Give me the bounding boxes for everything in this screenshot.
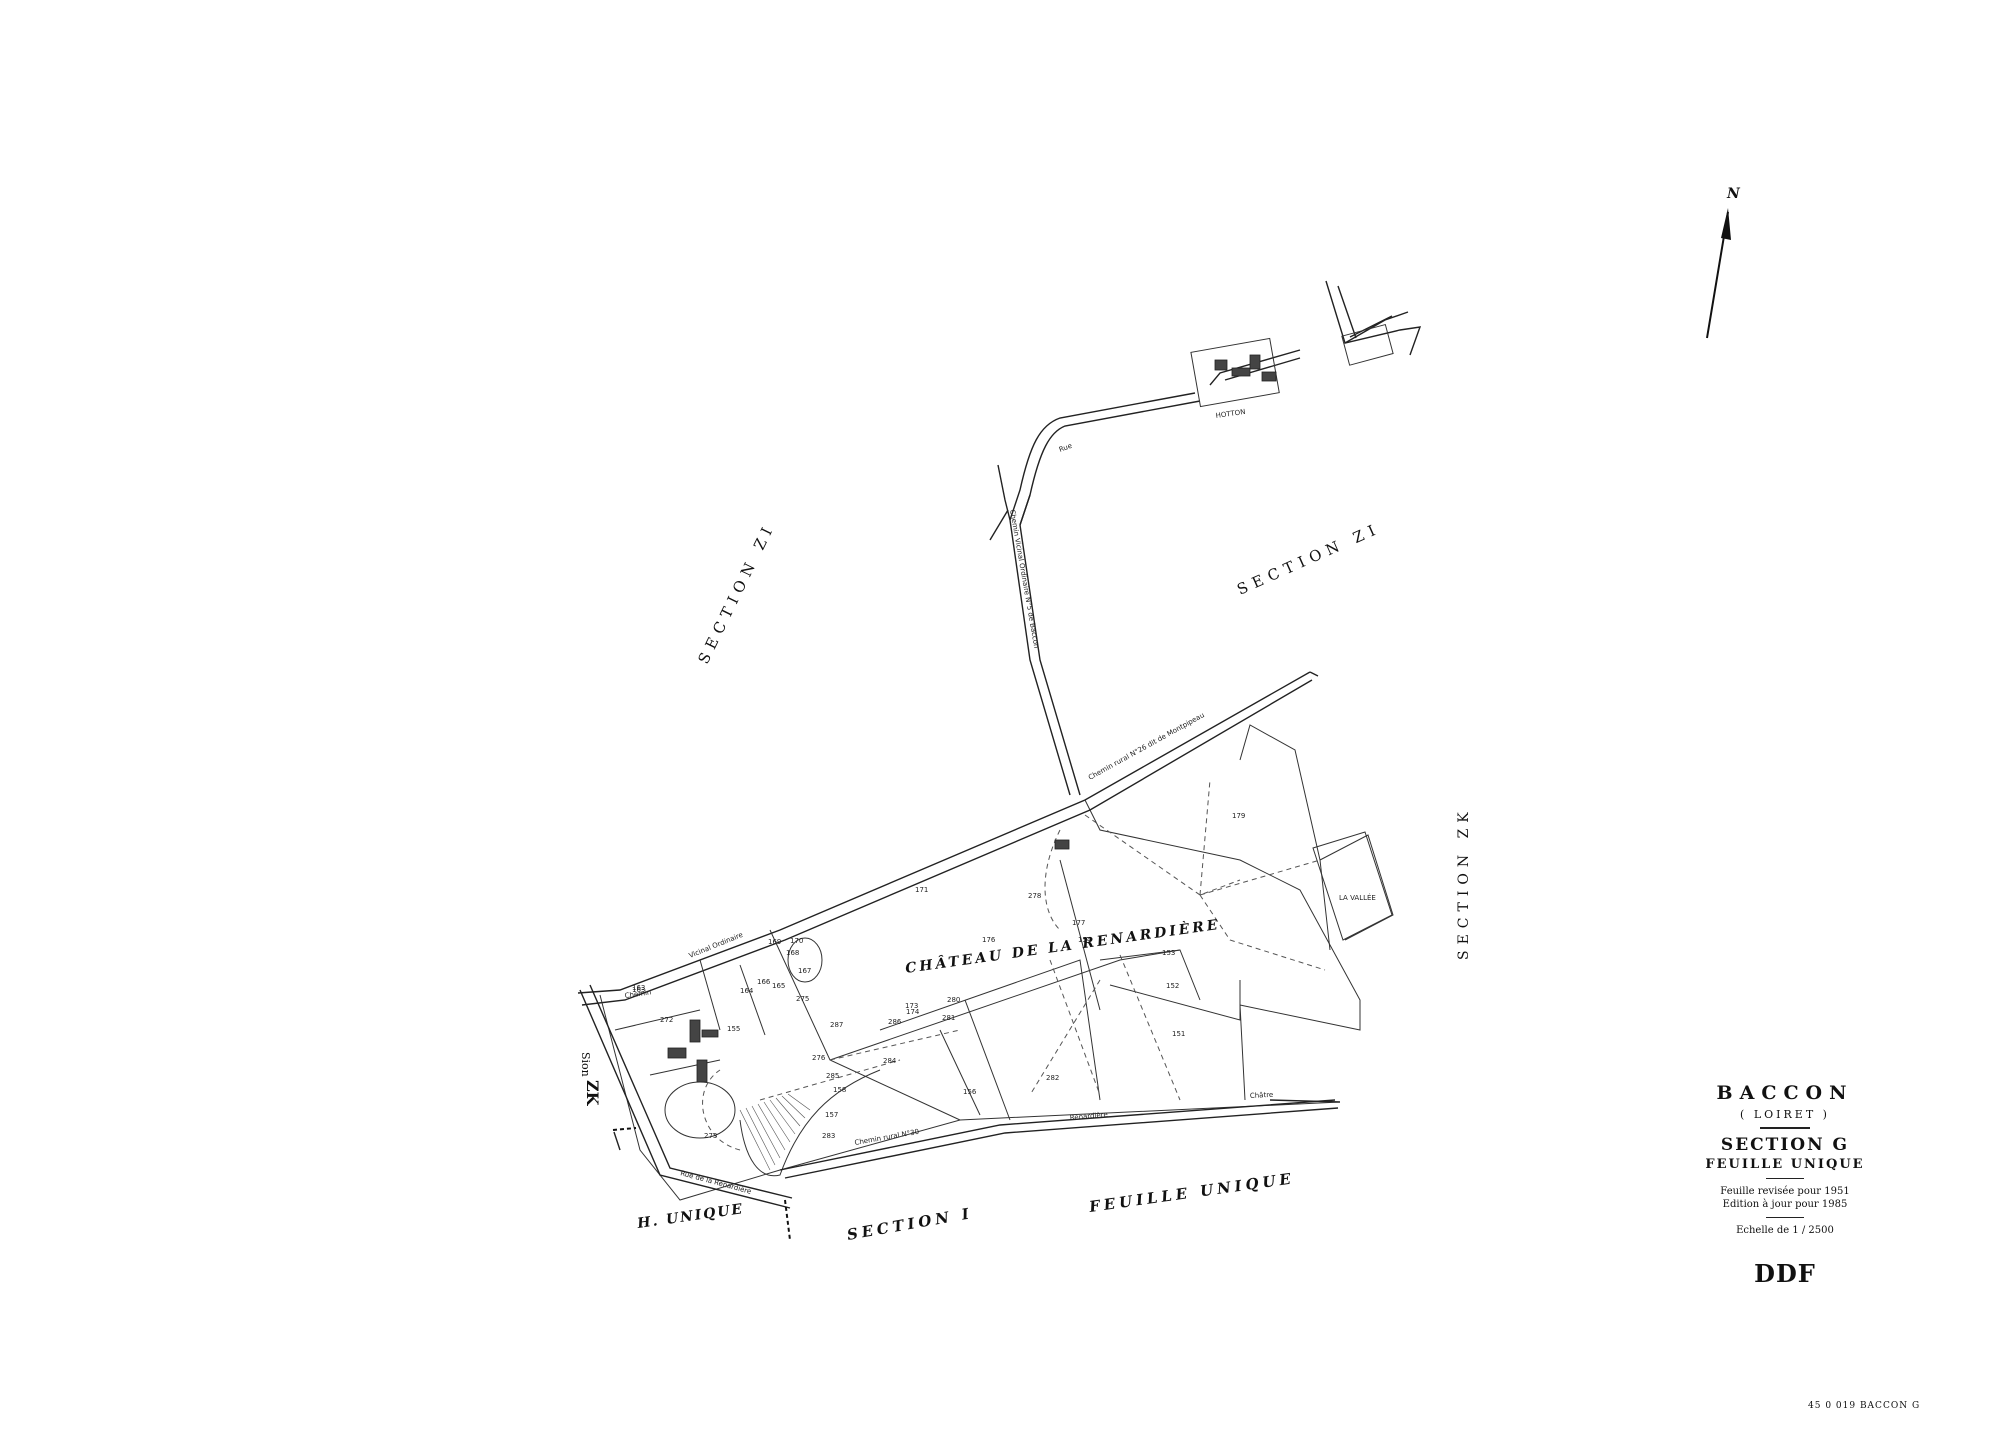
feuille-unique-label: FEUILLE UNIQUE xyxy=(1087,1169,1296,1216)
parcel-number: 284 xyxy=(883,1057,897,1065)
chateau-label: CHÂTEAU DE LA RENARDIÈRE xyxy=(904,915,1221,977)
map-legend: BACCON ( LOIRET ) SECTION G FEUILLE UNIQ… xyxy=(1660,1082,1910,1288)
parcel-number: 171 xyxy=(915,886,928,894)
parcel-number: 276 xyxy=(812,1054,826,1062)
parcel-number: 166 xyxy=(757,978,771,986)
estate-parcels xyxy=(599,724,1394,1201)
section-zi-west-label: SECTION ZI xyxy=(694,519,778,666)
renardiere-road-label: Renardière xyxy=(1069,1111,1108,1122)
parcel-number: 281 xyxy=(942,1014,955,1022)
parcel-number: 157 xyxy=(825,1111,838,1119)
parcel-number: 278 xyxy=(1028,892,1041,900)
parcel-number: 158 xyxy=(833,1086,846,1094)
ch-vicinal-label: Chemin Vicinal Ordinaire N°5 de Baccon xyxy=(1008,509,1040,649)
hatched-slope xyxy=(739,1093,811,1171)
legend-divider xyxy=(1760,1127,1810,1129)
parcel-number: 174 xyxy=(906,1008,920,1016)
publisher-mark: DDF xyxy=(1754,1259,1816,1288)
scale-note: Echelle de 1 / 2500 xyxy=(1736,1225,1834,1236)
section-zi-east-label: SECTION ZI xyxy=(1234,519,1383,599)
south-road: Chemin rural N°30 Renardière Châtre xyxy=(779,1091,1341,1179)
parcel-number: 179 xyxy=(1232,812,1245,820)
section-i-label: SECTION I xyxy=(846,1204,975,1244)
hotton-label: HOTTON xyxy=(1215,408,1246,420)
rue-label: Rue xyxy=(1058,442,1073,454)
parcel-number: 286 xyxy=(888,1018,902,1026)
commune-name: BACCON xyxy=(1716,1082,1854,1104)
chatre-label: Châtre xyxy=(1250,1091,1274,1100)
parcel-number: 287 xyxy=(830,1021,843,1029)
parcel-number: 155 xyxy=(727,1025,740,1033)
parcel-number: 168 xyxy=(786,949,799,957)
parcel-number: 176 xyxy=(982,936,996,944)
ch-vic-ord-label: Vicinal Ordinaire xyxy=(688,931,744,960)
edition-note: Edition à jour pour 1985 xyxy=(1722,1199,1848,1210)
parcel-number: 170 xyxy=(790,937,803,945)
sheet-reference: 45 0 019 BACCON G xyxy=(1808,1401,1921,1411)
parcel-number: 283 xyxy=(822,1132,835,1140)
section-zk-west-prefix: Sion xyxy=(579,1052,592,1077)
parcel-number: 280 xyxy=(947,996,960,1004)
west-road: Rue de la Renardière xyxy=(579,984,793,1241)
chemin-163-label: Chemin xyxy=(624,988,652,1000)
legend-divider xyxy=(1766,1178,1804,1179)
parcel-number: 154 xyxy=(1078,936,1092,944)
la-vallee-label: LA VALLÉE xyxy=(1339,893,1376,902)
parcel-number: 164 xyxy=(740,987,754,995)
parcel-number: 169 xyxy=(768,938,781,946)
ch-rural-26-label: Chemin rural N°26 dit de Montpipeau xyxy=(1087,711,1206,782)
parcel-number: 275 xyxy=(796,995,809,1003)
section-zk-west-label: ZK xyxy=(583,1080,602,1107)
revision-note: Feuille revisée pour 1951 xyxy=(1720,1186,1850,1197)
sheet-title: FEUILLE UNIQUE xyxy=(1705,1157,1865,1172)
parcel-number: 156 xyxy=(963,1088,977,1096)
parcel-number: 173 xyxy=(905,1002,918,1010)
parcel-number: 282 xyxy=(1046,1074,1059,1082)
parcel-number: 165 xyxy=(772,982,785,990)
parcel-numbers: 171 278 176 179 177 154 153 152 151 282 156 157 158 1… xyxy=(632,812,1245,1140)
north-arrow: N xyxy=(1706,186,1741,339)
section-zk-east-label: SECTION ZK xyxy=(1456,806,1472,960)
section-title: SECTION G xyxy=(1720,1135,1850,1155)
department-name: ( LOIRET ) xyxy=(1740,1108,1830,1121)
parcel-number: 285 xyxy=(826,1072,839,1080)
parcel-number: 272 xyxy=(660,1016,673,1024)
la-vallee-parcel: LA VALLÉE xyxy=(1312,831,1393,941)
h-unique-label: H. UNIQUE xyxy=(635,1201,745,1232)
legend-divider xyxy=(1766,1217,1804,1218)
parcel-number: 152 xyxy=(1166,982,1179,990)
parcel-number: 163 xyxy=(632,986,645,994)
north-label: N xyxy=(1726,186,1741,202)
parcel-number: 163 xyxy=(632,984,645,992)
parcel-number: 167 xyxy=(798,967,811,975)
parcel-number: 151 xyxy=(1172,1030,1185,1038)
parcel-number: 177 xyxy=(1072,919,1085,927)
parcel-number: 153 xyxy=(1162,949,1175,957)
parcel-number: 273 xyxy=(704,1132,717,1140)
